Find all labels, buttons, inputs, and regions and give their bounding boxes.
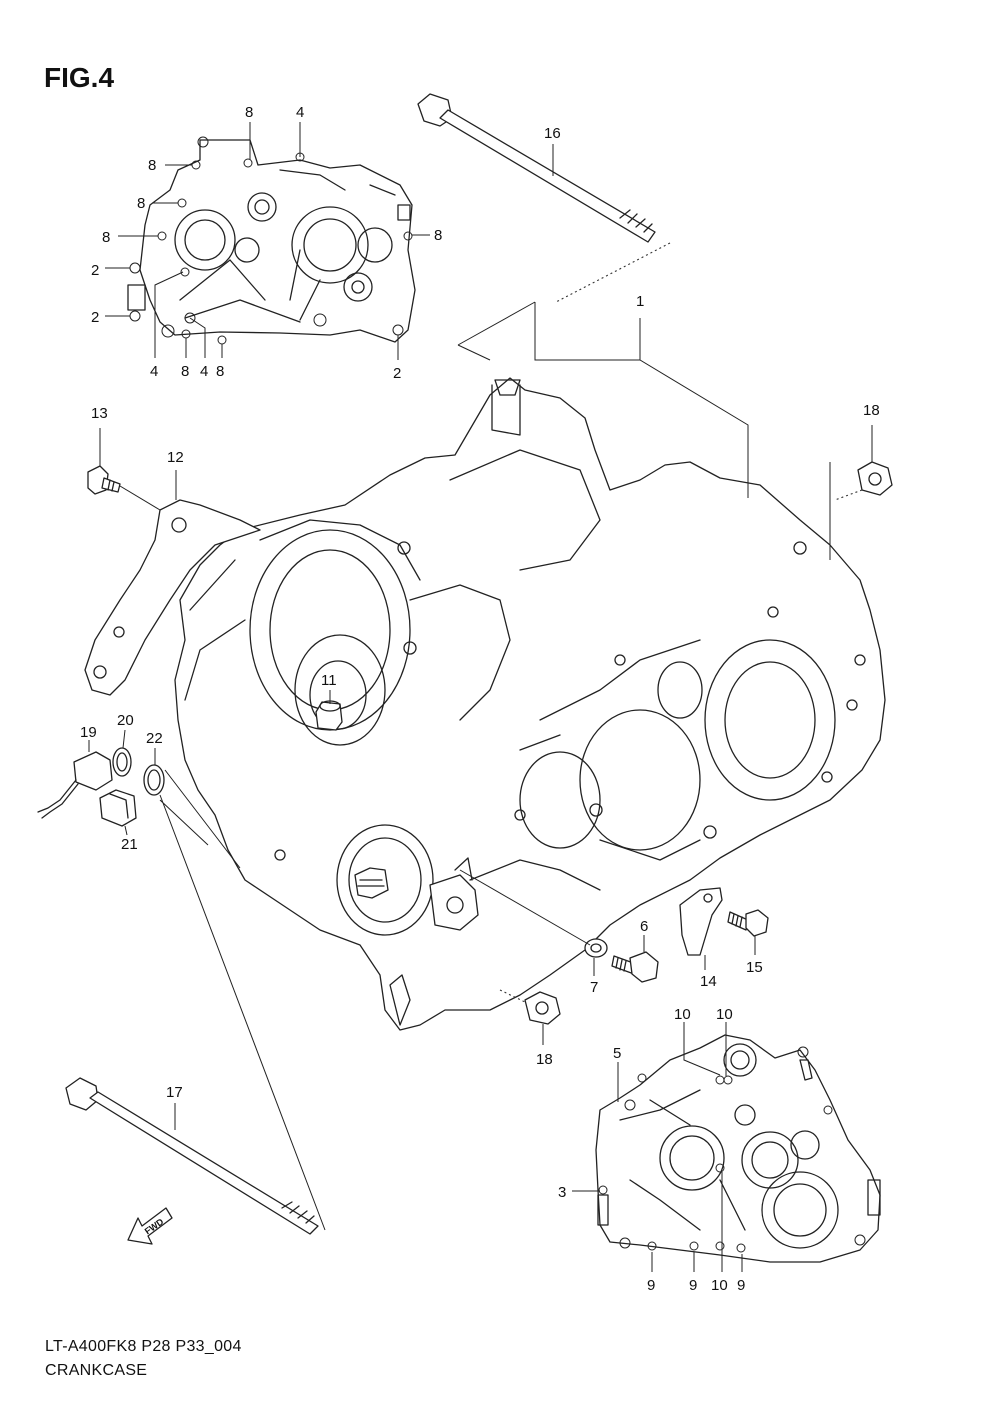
callout-8c: 8	[137, 195, 145, 212]
fwd-arrow-icon: FWD	[127, 1207, 173, 1245]
nut-18-top	[857, 461, 893, 496]
callout-10b: 10	[716, 1006, 733, 1023]
callout-4a: 4	[296, 104, 304, 121]
callout-22: 22	[146, 730, 163, 747]
bolt-16-axis	[555, 242, 671, 303]
callout-8a: 8	[245, 104, 253, 121]
callout-2c: 2	[393, 365, 401, 382]
callout-8g: 8	[216, 363, 224, 380]
callout-6: 6	[640, 918, 648, 935]
callout-14: 14	[700, 973, 717, 990]
leaders-bottom-right	[572, 1022, 743, 1272]
callout-labels: 1 2 2 2 3 4 4 4 5 6 7 8 8 8 8 8 8 8 9 9 …	[80, 104, 880, 1294]
crankcase-main-assembly	[174, 377, 886, 1031]
bolt-6	[611, 951, 659, 983]
callout-8f: 8	[181, 363, 189, 380]
diagram-name: CRANKCASE	[45, 1362, 148, 1379]
leader-20	[122, 729, 126, 749]
washer-7-axis	[459, 869, 591, 946]
callout-10c: 10	[711, 1277, 728, 1294]
dowel-11	[315, 700, 343, 731]
diagram-code: LT-A400FK8 P28 P33_004	[45, 1338, 242, 1355]
callout-8d: 8	[102, 229, 110, 246]
long-bolt-16	[417, 93, 656, 243]
bracket-12	[84, 499, 261, 696]
callout-2b: 2	[91, 309, 99, 326]
long-bolt-17	[65, 1077, 319, 1235]
callout-12: 12	[167, 449, 184, 466]
callout-15: 15	[746, 959, 763, 976]
bolt-13	[87, 465, 121, 495]
callout-8e: 8	[434, 227, 442, 244]
callout-21: 21	[121, 836, 138, 853]
callout-13: 13	[91, 405, 108, 422]
leaders-top-left	[105, 122, 430, 360]
washer-20	[112, 747, 132, 777]
sensor-assembly-lines	[159, 769, 326, 1231]
callout-3: 3	[558, 1184, 566, 1201]
crankcase-right-half-detail	[595, 1034, 881, 1263]
callout-11: 11	[321, 672, 337, 689]
callout-18a: 18	[863, 402, 880, 419]
leaders-part-1	[457, 301, 831, 560]
leader-21	[124, 825, 128, 836]
callout-19: 19	[80, 724, 97, 741]
callout-9a: 9	[647, 1277, 655, 1294]
callout-17: 17	[166, 1084, 183, 1101]
callout-9b: 9	[689, 1277, 697, 1294]
callout-10a: 10	[674, 1006, 691, 1023]
washer-22	[143, 764, 165, 796]
callout-2a: 2	[91, 262, 99, 279]
bolt-15	[727, 909, 769, 937]
callout-8b: 8	[148, 157, 156, 174]
figure-title: FIG.4	[44, 62, 115, 93]
crankcase-left-half-detail	[127, 136, 416, 345]
callout-4b: 4	[150, 363, 158, 380]
callout-9c: 9	[737, 1277, 745, 1294]
nut-18-top-axis	[834, 489, 863, 501]
callout-4c: 4	[200, 363, 208, 380]
sensor-21	[99, 789, 137, 827]
callout-7: 7	[590, 979, 598, 996]
callout-16: 16	[544, 125, 561, 142]
nut-18-bottom	[524, 991, 561, 1025]
bracket-14	[679, 887, 723, 956]
washer-7	[584, 938, 608, 958]
switch-19	[37, 751, 113, 819]
callout-1: 1	[636, 293, 644, 310]
callout-20: 20	[117, 712, 134, 729]
callout-5: 5	[613, 1045, 621, 1062]
callout-18b: 18	[536, 1051, 553, 1068]
bolt-13-axis	[119, 485, 161, 511]
